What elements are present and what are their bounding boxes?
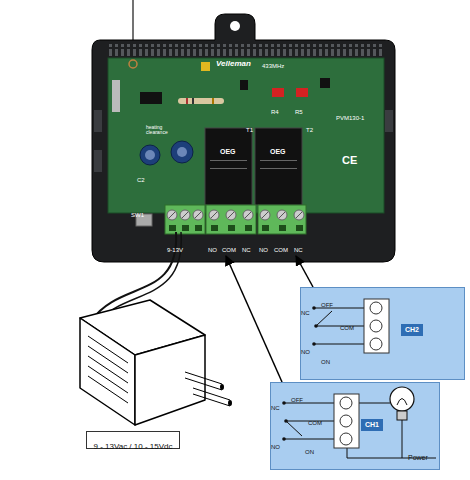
switch-label: OFF (291, 397, 303, 404)
contact-label: NC (271, 405, 280, 412)
text-holder: T2 (306, 118, 313, 136)
text-holder: CH2 (401, 318, 423, 336)
text-holder: T1 (246, 118, 253, 136)
node-text: PVM130-1 (336, 115, 364, 122)
text-holder: ON (305, 440, 314, 458)
text-holder: heating clearance (146, 120, 180, 138)
supply-label: 9 - 13Vac / 10 - 15Vdc (86, 431, 180, 449)
text-holder: NC (301, 301, 310, 319)
contact-label: COM (308, 420, 322, 427)
part-label: R4 (271, 109, 279, 116)
terminal-label: NC (294, 247, 303, 254)
text-holder: NC (242, 238, 251, 256)
text-holder: NO (301, 340, 310, 358)
terminal-label: NC (242, 247, 251, 254)
contact-label: NO (301, 349, 310, 356)
text-holder: COM (340, 316, 354, 334)
text-holder: CE (342, 150, 357, 168)
switch-label: ON (305, 449, 314, 456)
text-holder: R4 (271, 100, 279, 118)
text-holder: COM (308, 411, 322, 429)
module-housing: Velleman 433MHzPVM130-1CE (92, 14, 395, 256)
text-holder: PVM130-1 (336, 106, 364, 124)
node-text: CE (342, 154, 357, 166)
terminal-label: 9-13V (167, 247, 183, 254)
part-label: C2 (137, 177, 145, 184)
text-holder: 9 - 13Vac / 10 - 15Vdc (93, 435, 172, 453)
text-holder: ON (321, 350, 330, 368)
text-holder: C2 (137, 168, 145, 186)
channel-tag: CH1 (361, 419, 383, 431)
text-holder: Velleman (216, 52, 251, 70)
text-holder: NO (208, 238, 217, 256)
relay-marking: OEG (220, 148, 236, 156)
part-label: SW1 (131, 212, 144, 219)
relay-marking: OEG (270, 148, 286, 156)
leader-arrow (296, 256, 313, 287)
node-text: Velleman (216, 60, 251, 69)
text-holder: COM (274, 238, 288, 256)
text-holder: NC (294, 238, 303, 256)
terminal-label: COM (274, 247, 288, 254)
text-holder: NO (271, 435, 280, 453)
text-holder: SW1 (131, 203, 144, 221)
leader-arrow (226, 256, 282, 382)
text-holder: R5 (295, 100, 303, 118)
text-holder: 433MHz (262, 54, 284, 72)
text-holder: CH1 (361, 413, 383, 431)
text-holder: Power (408, 446, 428, 464)
terminal-label: COM (222, 247, 236, 254)
contact-label: NC (301, 310, 310, 317)
part-label: T1 (246, 127, 253, 134)
wire-label: Power (408, 454, 428, 462)
text-holder: OEG (220, 140, 236, 158)
text-holder: OEG (270, 140, 286, 158)
text-holder: NC (271, 396, 280, 414)
text-holder: OFF (291, 388, 303, 406)
switch-label: OFF (321, 302, 333, 309)
channel-tag: CH2 (401, 324, 423, 336)
contact-label: NO (271, 444, 280, 451)
text-holder: 9-13V (167, 238, 183, 256)
contact-label: COM (340, 325, 354, 332)
text-holder: NO (259, 238, 268, 256)
note-text: heating clearance (146, 125, 180, 136)
terminal-label: NO (208, 247, 217, 254)
part-label: T2 (306, 127, 313, 134)
terminal-label: NO (259, 247, 268, 254)
node-text: 9 - 13Vac / 10 - 15Vdc (93, 443, 172, 452)
text-holder: COM (222, 238, 236, 256)
text-holder: OFF (321, 293, 333, 311)
node-text: 433MHz (262, 63, 284, 70)
switch-label: ON (321, 359, 330, 366)
part-label: R5 (295, 109, 303, 116)
